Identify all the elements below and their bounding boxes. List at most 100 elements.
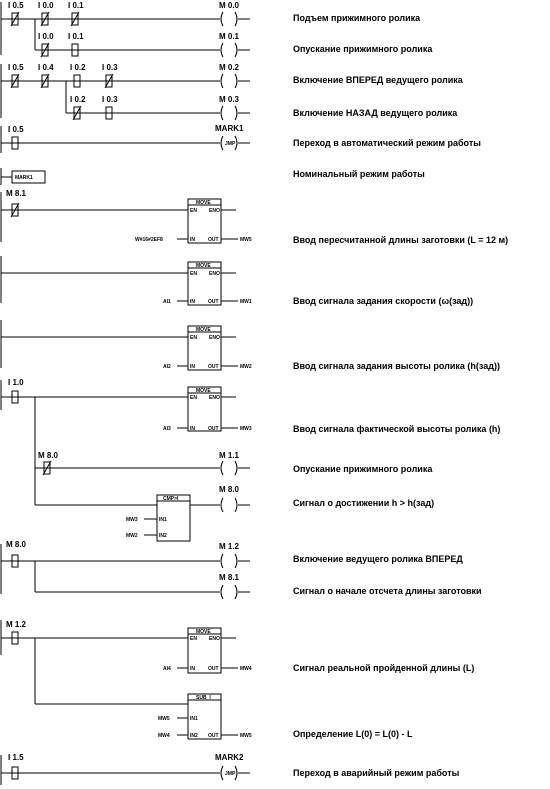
contact-label: I 0.4 (38, 63, 54, 72)
nc-contact (104, 73, 114, 89)
contact-label: I 0.3 (102, 95, 118, 104)
contact-label: I 1.0 (8, 378, 24, 387)
no-contact (11, 390, 19, 404)
no-contact (11, 631, 19, 645)
contact-label: I 0.0 (38, 32, 54, 41)
block-output-operand: MW3 (240, 426, 252, 432)
move-block (187, 386, 222, 432)
coil (220, 11, 238, 27)
rung-comment: Сигнал реальной пройденной длины (L) (293, 663, 474, 673)
coil-label: M 8.1 (219, 573, 240, 582)
rung-comment: Сигнал о начале отсчета длины заготовки (293, 586, 482, 596)
rung-comment: Опускание прижимного ролика (293, 464, 433, 474)
no-contact (105, 106, 113, 120)
coil (220, 584, 238, 600)
coil (220, 73, 238, 89)
contact-label: I 0.1 (68, 32, 84, 41)
block-pin-in1: IN1 (190, 716, 198, 722)
block-input-operand: AI3 (163, 426, 171, 432)
rung-comment: Ввод сигнала фактической высоты ролика (… (293, 424, 500, 434)
no-contact (71, 43, 79, 57)
nc-contact (10, 11, 20, 27)
block-pin-eno: ENO (209, 271, 220, 277)
block-pin-in1: IN1 (159, 517, 167, 523)
contact-label: I 0.0 (38, 1, 54, 10)
block-pin-en: EN (190, 395, 197, 401)
block-input-operand: MW4 (158, 733, 170, 739)
block-output-operand: MW5 (240, 237, 252, 243)
coil-label: M 0.0 (219, 1, 240, 10)
rung-comment: Определение L(0) = L(0) - L (293, 729, 413, 739)
block-title: CMP>I (163, 496, 179, 502)
move-block (187, 627, 222, 674)
nc-contact (40, 73, 50, 89)
rung-comment: Сигнал о достижении h > h(зад) (293, 498, 434, 508)
block-pin-in: IN (190, 364, 195, 370)
move-block (187, 261, 222, 306)
contact-label: M 1.2 (6, 620, 27, 629)
jmp-coil (220, 135, 238, 151)
block-output-operand: MW4 (240, 666, 252, 672)
block-title: MOVE (196, 263, 211, 269)
coil-label: M 8.0 (219, 485, 240, 494)
jump-label: MARK1 (15, 175, 33, 181)
block-pin-in: IN (190, 299, 195, 305)
nc-contact (42, 460, 52, 476)
contact-label: I 0.2 (70, 63, 86, 72)
move-block (187, 325, 222, 371)
block-pin-en: EN (190, 636, 197, 642)
no-contact (11, 136, 19, 150)
jump-label-box (11, 170, 46, 184)
block-pin-out: OUT (208, 666, 219, 672)
block-pin-out: OUT (208, 426, 219, 432)
contact-label: I 0.2 (70, 95, 86, 104)
block-input-operand: MW3 (126, 517, 138, 523)
block-pin-out: OUT (208, 733, 219, 739)
contact-label: M 8.1 (6, 189, 27, 198)
rung-comment: Переход в автоматический режим работы (293, 138, 481, 148)
coil-label: M 0.1 (219, 32, 240, 41)
block-title: MOVE (196, 629, 211, 635)
block-pin-in: IN (190, 426, 195, 432)
block-output-operand: MW1 (240, 299, 252, 305)
block-pin-eno: ENO (209, 636, 220, 642)
jmp-symbol: JMP (225, 771, 236, 777)
contact-label: I 1.5 (8, 753, 24, 762)
move-block (187, 198, 222, 244)
block-pin-out: OUT (208, 364, 219, 370)
coil-label: MARK2 (215, 753, 244, 762)
block-pin-en: EN (190, 271, 197, 277)
rung-comment: Включение НАЗАД ведущего ролика (293, 108, 458, 118)
coil (220, 553, 238, 569)
sub-block (187, 693, 222, 740)
block-pin-en: EN (190, 335, 197, 341)
block-input-operand: MW2 (126, 533, 138, 539)
coil-label: MARK1 (215, 124, 244, 133)
contact-label: M 8.0 (6, 540, 27, 549)
block-pin-eno: ENO (209, 395, 220, 401)
rung-comment: Переход в аварийный режим работы (293, 768, 460, 778)
block-input-operand: W#16#2EF8 (135, 237, 163, 243)
contact-label: I 0.5 (8, 63, 24, 72)
jmp-coil (220, 765, 238, 781)
rung-comment: Ввод сигнала задания высоты ролика (h(за… (293, 361, 500, 371)
block-pin-in: IN (190, 237, 195, 243)
nc-contact (72, 105, 82, 121)
no-contact (11, 554, 19, 568)
block-pin-en: EN (190, 208, 197, 214)
block-pin-eno: ENO (209, 208, 220, 214)
coil-label: M 0.2 (219, 63, 240, 72)
nc-contact (40, 42, 50, 58)
block-pin-in2: IN2 (159, 533, 167, 539)
coil (220, 460, 238, 476)
block-output-operand: MW2 (240, 364, 252, 370)
block-pin-eno: ENO (209, 335, 220, 341)
contact-label: I 0.5 (8, 125, 24, 134)
block-input-operand: AI2 (163, 364, 171, 370)
block-title: SUB_I (196, 695, 211, 701)
block-input-operand: MW5 (158, 716, 170, 722)
rung-comment: Подъем прижимного ролика (293, 13, 421, 23)
block-pin-in: IN (190, 666, 195, 672)
nc-contact (10, 202, 20, 218)
coil (220, 105, 238, 121)
